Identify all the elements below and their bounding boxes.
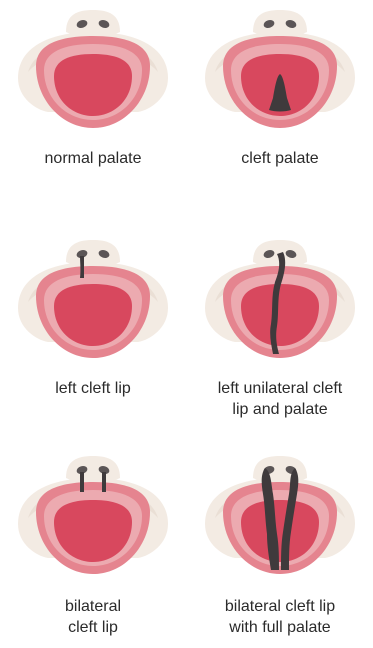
- normal-palate-illustration: [0, 0, 186, 216]
- nose: [253, 10, 307, 37]
- caption-line: with full palate: [187, 617, 373, 638]
- palate-drawing: [205, 10, 355, 128]
- cleft-palate-illustration: [187, 0, 373, 216]
- caption-line: cleft palate: [187, 148, 373, 169]
- caption-line: normal palate: [0, 148, 186, 169]
- figure-cell-cleft-palate: cleft palate: [187, 0, 373, 216]
- caption-left-cleft-lip: left cleft lip: [0, 378, 186, 399]
- palate-drawing: [205, 456, 355, 574]
- left-cleft-lip-illustration: [0, 216, 186, 432]
- caption-line: bilateral: [0, 596, 186, 617]
- palate-drawing: [18, 240, 168, 358]
- nose: [66, 456, 120, 483]
- figure-cell-bilateral-cleft-lip-with-full-palate: bilateral cleft lip with full palate: [187, 432, 373, 648]
- figure-cell-left-unilateral-cleft-lip-and-palate: left unilateral cleft lip and palate: [187, 216, 373, 432]
- caption-line: cleft lip: [0, 617, 186, 638]
- caption-line: left unilateral cleft: [187, 378, 373, 399]
- figure-cell-bilateral-cleft-lip: bilateral cleft lip: [0, 432, 186, 648]
- cleft-lip-right: [102, 472, 106, 492]
- caption-left-unilateral-cleft-lip-and-palate: left unilateral cleft lip and palate: [187, 378, 373, 420]
- palate-drawing: [18, 10, 168, 128]
- caption-normal-palate: normal palate: [0, 148, 186, 169]
- cleft-lip-left: [80, 472, 84, 492]
- nose: [66, 240, 120, 267]
- palate-drawing: [18, 456, 168, 574]
- figure-cell-left-cleft-lip: left cleft lip: [0, 216, 186, 432]
- nose: [253, 456, 307, 483]
- caption-line: lip and palate: [187, 399, 373, 420]
- caption-line: left cleft lip: [0, 378, 186, 399]
- caption-bilateral-cleft-lip: bilateral cleft lip: [0, 596, 186, 638]
- nose: [66, 10, 120, 37]
- palate-drawing: [205, 240, 355, 358]
- caption-bilateral-cleft-lip-with-full-palate: bilateral cleft lip with full palate: [187, 596, 373, 638]
- cleft-lip-left: [80, 256, 84, 278]
- caption-line: bilateral cleft lip: [187, 596, 373, 617]
- figure-cell-normal-palate: normal palate: [0, 0, 186, 216]
- caption-cleft-palate: cleft palate: [187, 148, 373, 169]
